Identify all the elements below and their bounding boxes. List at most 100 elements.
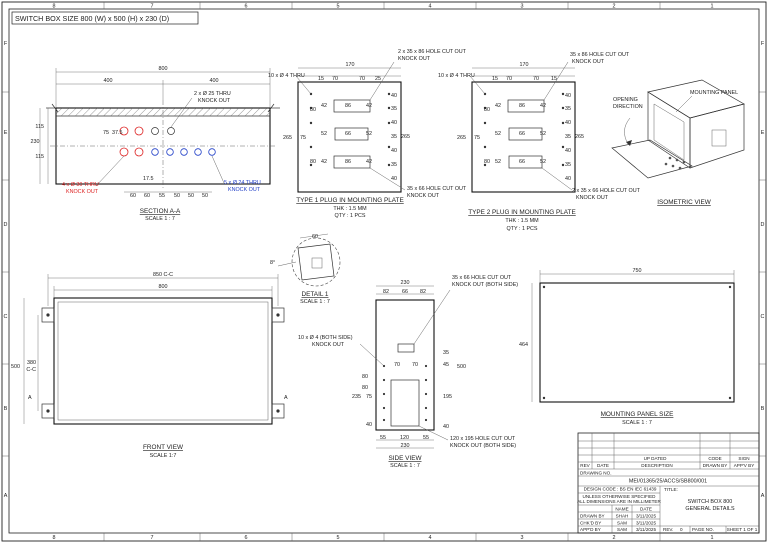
- col-label: 3: [521, 4, 524, 10]
- tolerance-note-b: ALL DIMENSIONS ARE IN MILLIMETER: [577, 499, 661, 504]
- inner-frame: [8, 8, 760, 534]
- drawing-title-b: GENERAL DETAILS: [685, 506, 735, 512]
- t2-c66: 66: [519, 159, 525, 165]
- t2-note-bottom: 2 x 35 x 66 HOLE CUT OUT: [572, 188, 641, 194]
- t2-dim-width: 170: [520, 62, 529, 68]
- front-scale: SCALE 1:7: [150, 453, 177, 459]
- frame-row-labels: F E D C B A F E D C B A: [4, 41, 765, 499]
- col-label: 1: [711, 535, 714, 541]
- upper-knockouts: [119, 126, 175, 136]
- rev-header-rev: REV: [580, 463, 590, 468]
- t1-dim-75: 75: [300, 135, 306, 141]
- t2-dim-80b: 80: [484, 159, 490, 165]
- t2-r40d: 40: [565, 176, 571, 182]
- t1-note-bottom: 35 x 66 HOLE CUT OUT: [407, 186, 467, 192]
- t2-r35b: 35: [565, 134, 571, 140]
- drawn-by-date: 3/11/2025: [636, 514, 657, 519]
- col-label: 7: [151, 535, 154, 541]
- col-label: 5: [337, 4, 340, 10]
- t1-r35c: 35: [391, 162, 397, 168]
- drawn-by-name: SHAH: [616, 514, 629, 519]
- note-25-knockout-b: KNOCK OUT: [198, 98, 231, 104]
- approved-by-name: SAM: [617, 527, 627, 532]
- side-dim-40: 40: [366, 422, 372, 428]
- row-label: B: [761, 406, 765, 412]
- iso-opening-label-b: DIRECTION: [613, 104, 643, 110]
- t2-thk: THK : 1.5 MM: [505, 218, 539, 224]
- t1-note-top: 2 x 35 x 86 HOLE CUT OUT: [398, 49, 467, 55]
- dim-60b: 60: [144, 193, 150, 199]
- side-dim-35: 35: [443, 350, 449, 356]
- t2-title: TYPE 2 PLUG IN MOUNTING PLATE: [468, 209, 575, 216]
- drawn-by-label: DRAWN BY: [580, 514, 605, 519]
- dim-60a: 60: [130, 193, 136, 199]
- side-dim-500: 500: [457, 364, 466, 370]
- lower-knockouts: [119, 147, 216, 157]
- t2-r35c: 35: [565, 162, 571, 168]
- rev-label: REV.: [663, 527, 673, 532]
- t2-dim-70b: 70: [533, 76, 539, 82]
- row-label: F: [4, 41, 8, 47]
- t1-dim-70b: 70: [359, 76, 365, 82]
- t2-r40c: 40: [565, 148, 571, 154]
- front-dim-380: 380: [27, 360, 36, 366]
- side-dim-70a: 70: [394, 362, 400, 368]
- rev-header-date: DATE: [597, 463, 609, 468]
- design-code: DESIGN CODE : BS EN IEC 61439: [584, 487, 657, 492]
- sheet-no: SHEET 1 OF 1: [727, 527, 758, 532]
- side-dim-55b: 55: [423, 435, 429, 441]
- t2-dim-15: 15: [492, 76, 498, 82]
- side-title: SIDE VIEW: [388, 455, 422, 462]
- page-no-label: PAGE NO.: [692, 527, 714, 532]
- type2-mounting-holes: [483, 92, 565, 167]
- row-label: D: [4, 222, 8, 228]
- t2-r265: 265: [575, 134, 584, 140]
- section-aa-view: 800 400 400 230 115 115 75 37.5 17.5 60: [31, 66, 280, 222]
- front-view: 850 C-C 800 500 380 C-C A A FRONT VIEW S…: [11, 272, 288, 459]
- side-dim-80b: 80: [362, 385, 368, 391]
- t1-r40d: 40: [391, 176, 397, 182]
- side-note-holes: 10 x Ø 4 (BOTH SIDE): [298, 335, 353, 341]
- drawing-title: SWITCH BOX 800: [688, 499, 733, 505]
- iso-title: ISOMETRIC VIEW: [657, 199, 712, 206]
- note-30-knockout-b: KNOCK OUT: [66, 189, 99, 195]
- drawing-no-label: DRAWING NO.: [580, 471, 611, 476]
- t2-b66: 66: [519, 131, 525, 137]
- t1-r35b: 35: [391, 134, 397, 140]
- dim-height-top: 115: [35, 124, 44, 130]
- dim-right: 400: [210, 78, 219, 84]
- t1-r265: 265: [401, 134, 410, 140]
- detail-scale: SCALE 1 : 7: [300, 299, 330, 305]
- side-note-bottom-b: KNOCK OUT (BOTH SIDE): [450, 443, 516, 449]
- approved-by-date: 3/11/2025: [636, 527, 657, 532]
- note-25-knockout: 2 x Ø 25 THRU: [194, 91, 231, 97]
- title-box: [11, 11, 199, 25]
- detail-dim-60: 60: [312, 234, 318, 240]
- row-label: D: [761, 222, 765, 228]
- t1-a86: 86: [345, 103, 351, 109]
- t2-r40a: 40: [565, 93, 571, 99]
- rev-sub-updated: UP DATED: [644, 456, 667, 461]
- iso-panel-label: MOUNTING PANEL: [690, 90, 738, 96]
- side-dim-230: 230: [401, 280, 410, 286]
- tolerance-note: UNLESS OTHERWISE SPECIFIED: [583, 494, 657, 499]
- row-label: A: [4, 493, 8, 499]
- panel-dim-750: 750: [633, 268, 642, 274]
- dim-overall-width: 800: [159, 66, 168, 72]
- t1-dim-25: 25: [375, 76, 381, 82]
- detail-dim-angle: 8°: [270, 260, 275, 266]
- side-dim-40r: 40: [443, 424, 449, 430]
- t2-b52: 52: [495, 131, 501, 137]
- title-label: TITLE:: [664, 487, 678, 492]
- rev-sub-code: CODE: [708, 456, 721, 461]
- t1-c42: 42: [321, 159, 327, 165]
- col-label: 2: [613, 535, 616, 541]
- title-block: UP DATED CODE SIGN REV DATE DESCRIPTION …: [577, 432, 760, 534]
- t2-dim-80a: 80: [484, 107, 490, 113]
- drawing-no: MEI/01365/25/ACCS/SB800/001: [629, 479, 707, 485]
- rev-value: 0: [680, 527, 683, 532]
- section-aa-title: SECTION A-A: [140, 208, 181, 215]
- front-title: FRONT VIEW: [143, 444, 184, 451]
- side-view: 230 82 66 82 35 45 500 70 70 80 80 235 7…: [298, 275, 518, 469]
- dim-50b: 50: [188, 193, 194, 199]
